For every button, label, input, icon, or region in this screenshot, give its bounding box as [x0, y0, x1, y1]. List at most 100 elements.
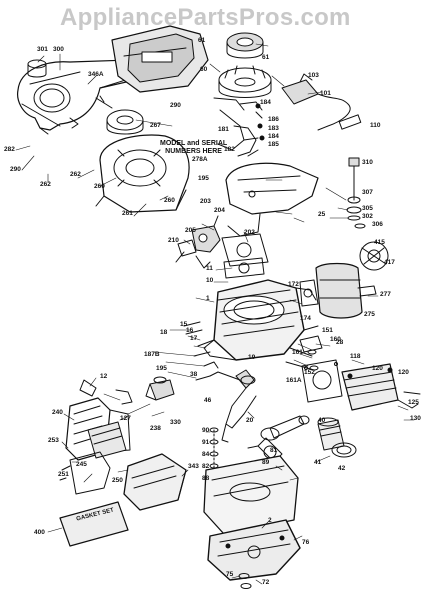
callout-61-top: 61: [198, 37, 206, 44]
callout-127: 127: [120, 415, 131, 422]
carb-small-parts: [79, 376, 175, 405]
callout-161: 161: [292, 349, 303, 356]
callout-260-a: 260: [94, 183, 105, 190]
flywheel: [218, 65, 272, 98]
callout-184-b: 184: [268, 133, 279, 140]
callout-120: 120: [372, 365, 383, 372]
leader-lines: [15, 43, 415, 585]
callout-184: 184: [260, 99, 271, 106]
callout-195-b: 195: [156, 365, 167, 372]
callout-310: 310: [362, 159, 373, 166]
callout-210: 210: [168, 237, 179, 244]
callout-25: 25: [318, 211, 326, 218]
gasket-set-card: [59, 501, 129, 547]
muffler-deflector: [359, 241, 389, 271]
callout-240: 240: [52, 409, 63, 416]
cylinder-block: [203, 279, 319, 361]
callout-305: 305: [362, 205, 373, 212]
callout-19: 19: [248, 354, 256, 361]
callout-290b: 290: [170, 102, 181, 109]
callout-261: 261: [122, 210, 133, 217]
callout-260-b: 260: [164, 197, 175, 204]
callout-262-a: 262: [40, 181, 51, 188]
callout-187b: 187B: [144, 351, 160, 358]
callout-267: 267: [150, 122, 161, 129]
callout-38: 38: [190, 371, 198, 378]
callout-46: 46: [204, 397, 212, 404]
intake-gaskets: [221, 233, 269, 279]
callout-238: 238: [150, 425, 161, 432]
callout-89: 89: [262, 459, 270, 466]
callout-346a: 346A: [88, 71, 104, 78]
spark-plug: [346, 157, 366, 229]
callout-172: 172: [288, 281, 299, 288]
callout-61: 61: [262, 54, 270, 61]
control-bracket: [213, 97, 265, 157]
callout-130: 130: [410, 415, 421, 422]
callout-28: 28: [336, 339, 344, 346]
model-serial-note-line1: MODEL and SERIAL: [160, 140, 228, 147]
callout-42: 42: [338, 465, 346, 472]
callout-278a: 278A: [192, 156, 208, 163]
callout-152: 152: [304, 369, 315, 376]
model-serial-note-line2: NUMBERS HERE: [165, 148, 222, 156]
air-cleaner-base: [59, 451, 111, 495]
callout-204: 204: [214, 207, 225, 214]
callout-101: 101: [320, 90, 331, 97]
callout-290: 290: [10, 166, 21, 173]
engine-base: [207, 519, 301, 581]
carburetor: [175, 215, 221, 269]
callout-182: 182: [224, 146, 235, 153]
blower-housing: [17, 59, 140, 135]
connecting-rod: [260, 415, 310, 441]
callout-181: 181: [218, 126, 229, 133]
fuel-tank: [225, 162, 319, 237]
callout-253: 253: [48, 437, 59, 444]
callout-90: 90: [202, 427, 210, 434]
callout-185: 185: [268, 141, 279, 148]
callout-72: 72: [262, 579, 270, 586]
model-serial-note: MODEL and SERIAL NUMBERS HERE: [160, 140, 227, 156]
callout-400: 400: [34, 529, 45, 536]
piston: [317, 417, 357, 458]
callout-174: 174: [300, 315, 311, 322]
watermark-text: AppliancePartsPros.com: [60, 4, 351, 31]
starter-cup: [226, 32, 264, 59]
callout-16: 16: [186, 327, 194, 334]
seals-and-pins: [183, 321, 219, 381]
fuel-cap: [27, 59, 47, 78]
air-filter-cartridge: [87, 421, 127, 459]
callout-10: 10: [206, 277, 214, 284]
callout-118: 118: [350, 353, 361, 360]
air-cleaner-cover: [123, 453, 187, 511]
callout-417: 417: [384, 259, 395, 266]
callout-203: 203: [200, 198, 211, 205]
callout-151: 151: [322, 327, 333, 334]
callout-245: 245: [76, 461, 87, 468]
callout-11: 11: [206, 265, 213, 272]
callout-81: 81: [270, 447, 278, 454]
callout-306: 306: [372, 221, 383, 228]
callout-18: 18: [160, 329, 168, 336]
head-gasket: [301, 359, 343, 403]
callout-161a: 161A: [286, 377, 302, 384]
callout-125: 125: [408, 399, 419, 406]
callout-88: 88: [202, 475, 210, 482]
callout-76: 76: [302, 539, 310, 546]
callout-343: 343: [188, 463, 199, 470]
callout-202: 202: [244, 229, 255, 236]
callout-82: 82: [202, 463, 210, 470]
callout-282: 282: [4, 146, 15, 153]
callout-12: 12: [100, 373, 108, 380]
callout-205: 205: [185, 227, 196, 234]
blower-housing-lower: [95, 134, 190, 213]
oil-sump: [203, 455, 299, 535]
callout-41: 41: [314, 459, 322, 466]
callout-84: 84: [202, 451, 210, 458]
callout-183: 183: [268, 125, 279, 132]
callout-1: 1: [206, 295, 210, 302]
callout-75: 75: [226, 571, 234, 578]
callout-110: 110: [370, 122, 381, 129]
muffler: [299, 262, 377, 319]
